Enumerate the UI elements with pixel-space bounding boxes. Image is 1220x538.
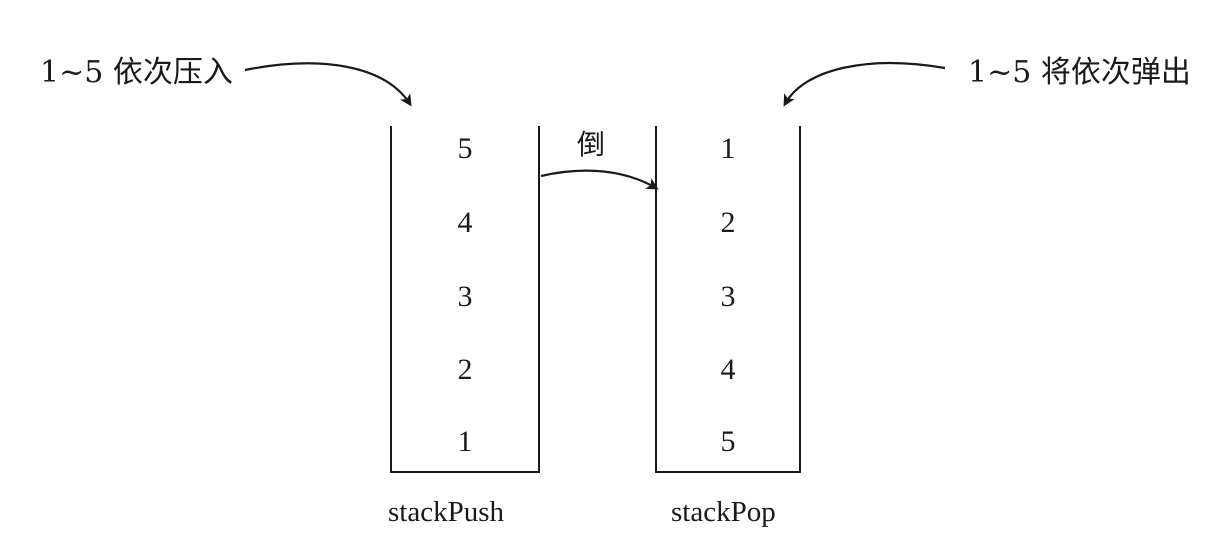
- stack-push-item-1: 5: [457, 132, 473, 165]
- stack-push-item-5: 1: [457, 425, 473, 458]
- transfer-arrow: [540, 169, 659, 190]
- pop-arrow: [783, 62, 946, 107]
- stack-pop-item-1: 1: [720, 132, 736, 165]
- stack-pop-container: 1 2 3 4 5: [655, 126, 801, 473]
- stack-pop-name: stackPop: [671, 496, 776, 528]
- stack-push-item-4: 2: [457, 353, 473, 386]
- stack-pop-item-4: 4: [720, 353, 736, 386]
- stack-push-name: stackPush: [388, 496, 504, 528]
- stack-pop-item-5: 5: [720, 425, 736, 458]
- pop-description: 1~5 将依次弹出: [968, 55, 1191, 90]
- stack-pop-item-2: 2: [720, 206, 736, 239]
- push-description: 1~5 依次压入: [40, 55, 233, 90]
- push-arrow: [244, 62, 412, 107]
- transfer-label: 倒: [577, 128, 606, 161]
- stack-pop-item-3: 3: [720, 280, 736, 313]
- stack-push-container: 5 4 3 2 1: [390, 126, 540, 473]
- stack-push-item-3: 3: [457, 280, 473, 313]
- stack-push-item-2: 4: [457, 206, 473, 239]
